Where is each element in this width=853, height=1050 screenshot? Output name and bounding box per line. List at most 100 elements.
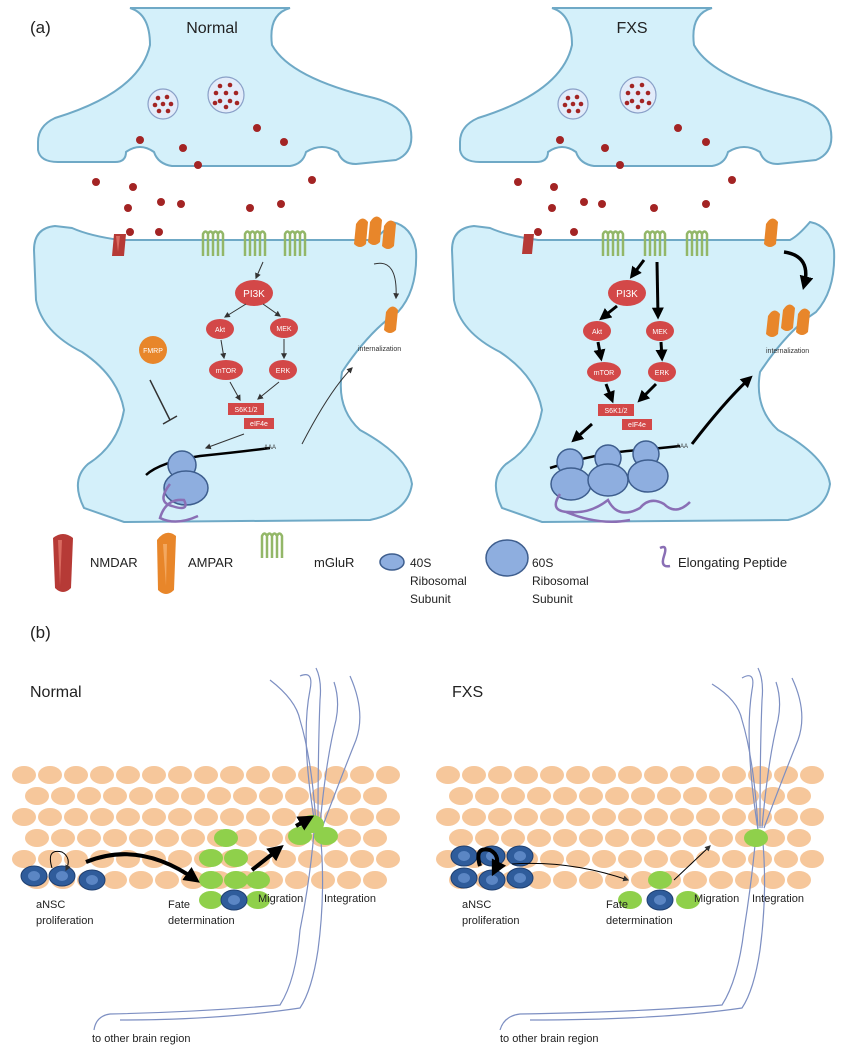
tissue-cell [155,871,179,889]
tissue-cell [272,766,296,784]
tissue-cell [722,808,746,826]
s6k-node [228,403,264,415]
tissue-cell [592,766,616,784]
internalized-ampar [384,306,398,333]
nsc-nucleus [228,895,240,905]
legend-mglur-label: mGluR [314,555,354,570]
nsc-nucleus [458,873,470,883]
tissue-cell [259,829,283,847]
glutamate-molecule [227,98,233,104]
glutamate-molecule [575,108,581,114]
glutamate-molecule [213,90,219,96]
pi3k-label: PI3K [243,289,265,300]
tissue-cell [683,787,707,805]
tissue-cell [579,829,603,847]
green-cell [744,829,768,847]
glutamate-molecule [155,228,163,236]
green-cell [224,871,248,889]
tissue-cell [298,766,322,784]
legend-60s-line3: Subunit [532,592,573,606]
tissue-cell [540,808,564,826]
tissue-cell [376,766,400,784]
fxs-ampar-receptor [764,218,778,247]
green-cell [314,827,338,845]
nsc-nucleus [86,875,98,885]
b-normal-fate-line1: Fate [168,899,190,911]
tissue-cell [337,787,361,805]
green-cell [199,891,223,909]
fxs-s6k-node [598,404,634,416]
tissue-cell [787,871,811,889]
tissue-cell [25,829,49,847]
tissue-cell [142,808,166,826]
tissue-cell [436,808,460,826]
pi3k-node [235,280,273,306]
glutamate-molecule [234,100,240,106]
b-normal-fate-line2: determination [168,915,235,927]
tissue-cell [800,808,824,826]
tissue-cell [363,871,387,889]
tissue-cell [285,787,309,805]
tissue-cell [77,787,101,805]
tissue-cell [64,766,88,784]
tissue-cell [488,808,512,826]
fxs-eif4e-label: eIF4e [628,422,646,429]
green-cell [224,849,248,867]
tissue-cell [709,829,733,847]
tissue-cell [103,787,127,805]
tissue-cell [696,766,720,784]
eif4e-node [244,418,274,429]
mek-node [270,318,298,338]
b-fxs-integration: Integration [752,893,804,905]
tissue-cell [644,766,668,784]
tissue-cell [51,829,75,847]
tissue-cell [103,871,127,889]
glutamate-molecule [160,101,166,107]
glutamate-molecule [280,138,288,146]
glutamate-molecule [233,90,239,96]
tissue-cell [220,808,244,826]
tissue-cell [142,766,166,784]
tissue-cell [644,808,668,826]
fxs-mglur-receptors [601,230,709,256]
fmrp-inhibition [149,379,178,425]
tissue-cell [475,787,499,805]
tissue-cell [527,829,551,847]
fmrp-label: FMRP [143,348,163,355]
fxs-pi3k-node [608,280,646,306]
tissue-cell [683,829,707,847]
glutamate-molecule [650,204,658,212]
glutamate-molecule [598,200,606,208]
tissue-cell [501,829,525,847]
tissue-cell [488,766,512,784]
tissue-cell [64,808,88,826]
legend-40s-line3: Subunit [410,592,451,606]
tissue-cell [272,808,296,826]
normal-migration-arrow [250,845,284,872]
s6k-label: S6K1/2 [235,407,258,414]
mglur-receptor [201,230,225,256]
glutamate-molecule [580,198,588,206]
tissue-cell [631,787,655,805]
tissue-cell [735,871,759,889]
fxs-green-cells [618,829,768,909]
mglur-receptor [643,230,667,256]
glutamate-molecule [570,228,578,236]
b-fxs-prolif-line2: proliferation [462,915,519,927]
glutamate-molecule [629,83,635,89]
glutamate-molecule [548,204,556,212]
normal-title: Normal [186,20,238,37]
tissue-cell [605,787,629,805]
legend-40s-line2: Ribosomal [410,574,467,588]
tissue-cell [670,808,694,826]
tissue-cell [376,850,400,868]
legend-nmdar-icon [53,534,73,592]
tissue-cell [38,766,62,784]
tissue-cell [462,766,486,784]
mtor-node [209,360,243,380]
legend-mglur-icon [260,532,284,558]
glutamate-molecule [168,101,174,107]
glutamate-molecule [223,104,229,110]
b-fxs-migration: Migration [694,893,739,905]
